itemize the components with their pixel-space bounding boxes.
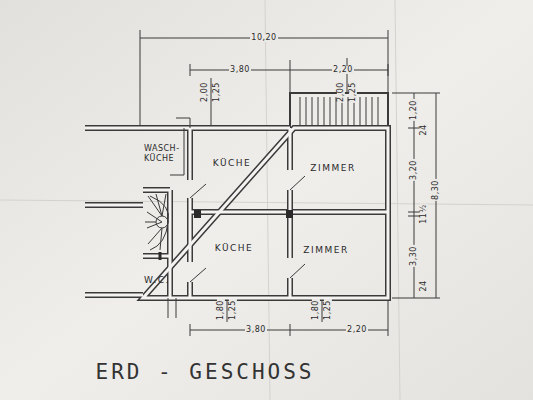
dimension-label: 3,80 bbox=[229, 66, 251, 74]
dimension-label: 1,25 bbox=[324, 299, 332, 321]
plan-title: ERD - GESCHOSS bbox=[95, 360, 314, 384]
room-label: ZIMMER bbox=[303, 246, 348, 255]
dimension-label: 11½ bbox=[420, 203, 428, 224]
dimension-label: 2,20 bbox=[332, 66, 354, 74]
dimension-label: 1,80 bbox=[217, 299, 225, 321]
dimension-label: 2,00 bbox=[201, 81, 209, 103]
room-label: KÜCHE bbox=[213, 159, 252, 168]
dimension-label: 1,25 bbox=[213, 81, 221, 103]
dimension-label: 1,80 bbox=[312, 299, 320, 321]
dimension-label: 3,80 bbox=[245, 326, 267, 334]
room-label: KÜCHE bbox=[215, 244, 254, 253]
dimension-label: 24 bbox=[420, 279, 428, 292]
dimension-label: 24 bbox=[420, 123, 428, 136]
dimension-label: 1,25 bbox=[229, 299, 237, 321]
dimension-label: 1,20 bbox=[410, 99, 418, 121]
dimension-label: 3,30 bbox=[410, 245, 418, 267]
room-label: ZIMMER bbox=[310, 164, 355, 173]
dimension-label: 8,30 bbox=[432, 179, 440, 201]
room-label: WASCH- KÜCHE bbox=[144, 144, 188, 163]
dimension-label: 1,25 bbox=[349, 81, 357, 103]
room-label: W.C. bbox=[144, 276, 170, 285]
dimension-label: 3,20 bbox=[410, 159, 418, 181]
dimension-label: 2,00 bbox=[337, 81, 345, 103]
dimension-label: 2,20 bbox=[346, 326, 368, 334]
dimension-label: 10,20 bbox=[250, 34, 277, 42]
